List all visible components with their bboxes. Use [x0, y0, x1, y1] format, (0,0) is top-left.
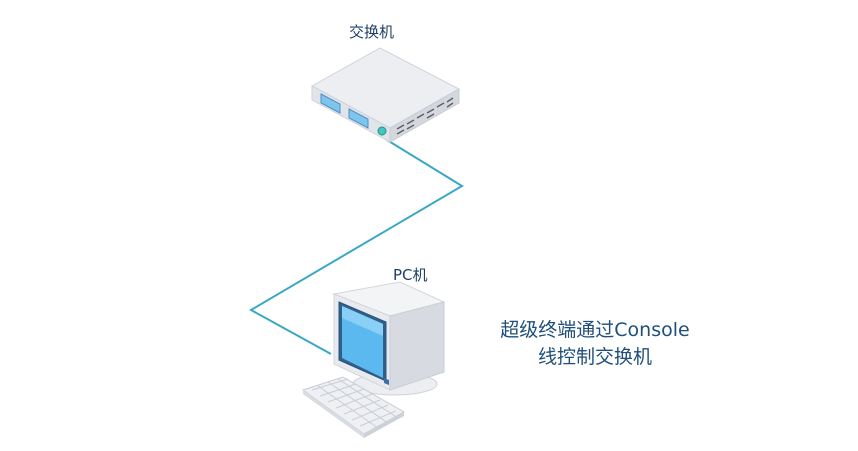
keyboard-icon	[301, 376, 406, 438]
monitor-icon	[332, 281, 446, 396]
caption-line-2: 线控制交换机	[537, 346, 652, 368]
pc-label: PC机	[393, 266, 428, 284]
diagram-caption: 超级终端通过Console 线控制交换机	[480, 317, 710, 371]
caption-line-1: 超级终端通过Console	[500, 319, 690, 341]
switch-icon	[310, 47, 461, 143]
console-cable	[248, 139, 464, 355]
switch-label: 交换机	[349, 23, 395, 41]
